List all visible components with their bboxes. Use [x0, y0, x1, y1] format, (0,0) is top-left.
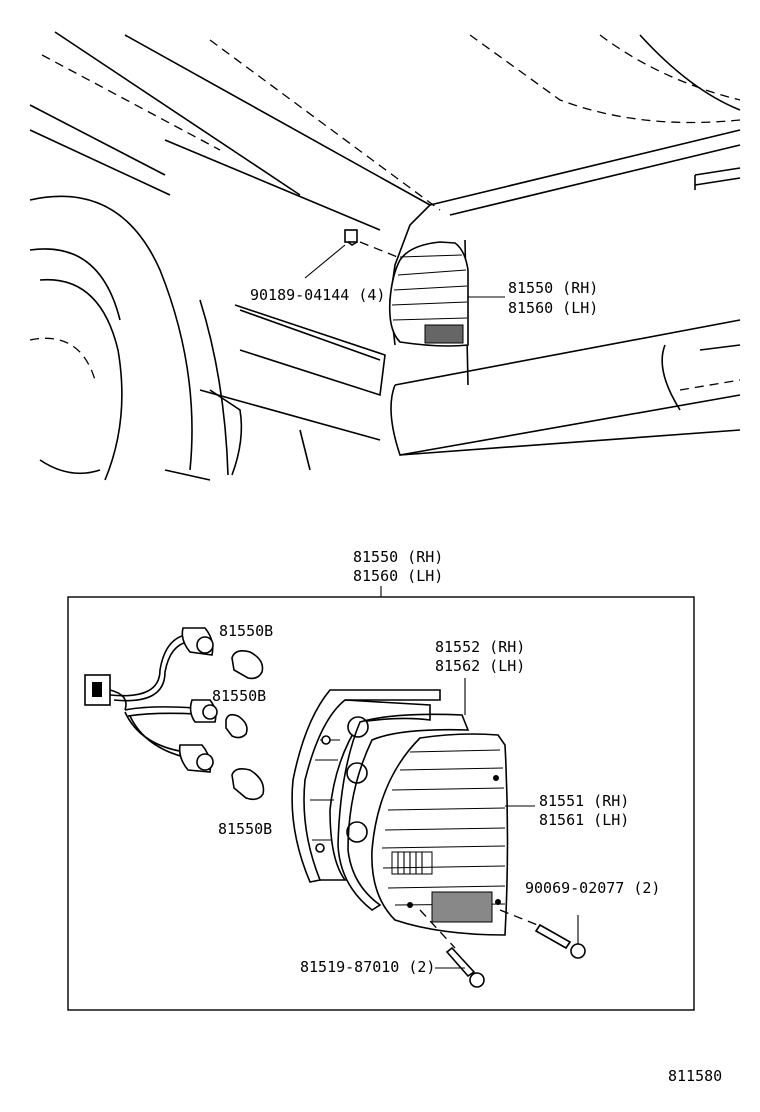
gasket-part-label-rh: 81552 (RH) [435, 638, 525, 656]
clip-icon [344, 229, 358, 246]
socket-3 [178, 744, 214, 773]
bulb-part-label-3: 81550B [218, 820, 272, 838]
lamp-lens [371, 733, 535, 936]
screw-2-icon [419, 909, 485, 988]
bulb-3-icon [231, 768, 265, 801]
figure-number: 811580 [668, 1067, 722, 1085]
bulb-1-icon [231, 650, 264, 680]
exploded-view-frame [67, 596, 695, 1011]
wire-harness [84, 627, 218, 773]
screw-1-icon [499, 909, 586, 959]
gasket-part-label-lh: 81562 (LH) [435, 657, 525, 675]
socket-2 [189, 699, 218, 723]
lens-part-label-lh: 81561 (LH) [539, 811, 629, 829]
bulb-2-icon [225, 713, 248, 739]
lens-part-label-rh: 81551 (RH) [539, 792, 629, 810]
assembly-label-rh: 81550 (RH) [353, 548, 443, 566]
assembly-label-lh: 81560 (LH) [353, 567, 443, 585]
gasket [337, 678, 470, 911]
tail-lamp-installed [388, 241, 469, 347]
screw-part-label-1: 90069-02077 (2) [525, 879, 660, 897]
lamp-part-label-rh: 81550 (RH) [508, 279, 598, 297]
bulb-part-label-1: 81550B [219, 622, 273, 640]
clip-part-label: 90189-04144 (4) [250, 286, 385, 304]
screw-part-label-2: 81519-87010 (2) [300, 958, 435, 976]
socket-1 [181, 627, 214, 656]
bulb-part-label-2: 81550B [212, 687, 266, 705]
vehicle-rear-view [29, 31, 741, 481]
lamp-part-label-lh: 81560 (LH) [508, 299, 598, 317]
lamp-housing [291, 689, 441, 883]
